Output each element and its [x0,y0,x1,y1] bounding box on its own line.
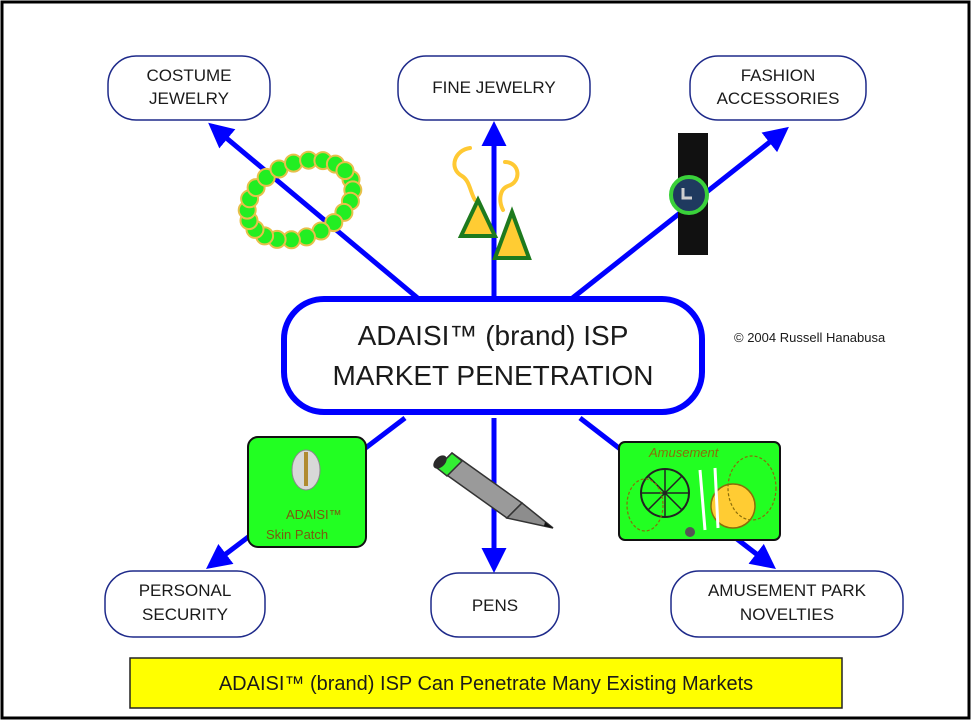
node-label-line: SECURITY [142,605,228,624]
node-fashion-accessories: FASHION ACCESSORIES [689,55,867,121]
conclusion-banner: ADAISI™ (brand) ISP Can Penetrate Many E… [129,657,843,709]
necklace-bead [297,227,316,247]
center-title-line2: MARKET PENETRATION [332,360,653,391]
node-label-line: PERSONAL [139,581,232,600]
node-label-line: PENS [472,596,518,615]
watch-icon [669,133,709,255]
node-label-line: JEWELRY [149,89,229,108]
arrow-costume-jewelry [208,122,422,302]
copyright-text: © 2004 Russell Hanabusa [734,330,886,345]
skin-patch-label-line2: Skin Patch [266,527,328,542]
node-label-line: COSTUME [147,66,232,85]
node-fine-jewelry: FINE JEWELRY [397,55,591,121]
node-label-line: AMUSEMENT PARK [708,581,867,600]
node-costume-jewelry: COSTUME JEWELRY [107,55,271,121]
skin-patch-icon: ADAISI™ Skin Patch [247,436,367,548]
bead-necklace-icon [237,150,363,250]
node-label-line: NOVELTIES [740,605,834,624]
node-personal-security: PERSONAL SECURITY [104,570,266,638]
node-pens: PENS [430,572,560,638]
center-node: ADAISI™ (brand) ISP MARKET PENETRATION [281,296,705,415]
arrow-fashion-accessories [568,126,789,302]
node-label-line: FINE JEWELRY [432,78,555,97]
node-label-line: ACCESSORIES [717,89,840,108]
earrings-icon [452,146,532,260]
amusement-ride-icon: Amusement [618,441,781,541]
node-label-line: FASHION [741,66,816,85]
banner-text: ADAISI™ (brand) ISP Can Penetrate Many E… [219,673,753,695]
necklace-bead [284,153,303,173]
center-title-line1: ADAISI™ (brand) ISP [358,320,629,351]
pen-icon [433,451,554,529]
necklace-bead [335,161,355,181]
skin-patch-label-line1: ADAISI™ [286,507,342,522]
node-amusement-park-novelties: AMUSEMENT PARK NOVELTIES [670,570,904,638]
amusement-label: Amusement [648,445,720,460]
